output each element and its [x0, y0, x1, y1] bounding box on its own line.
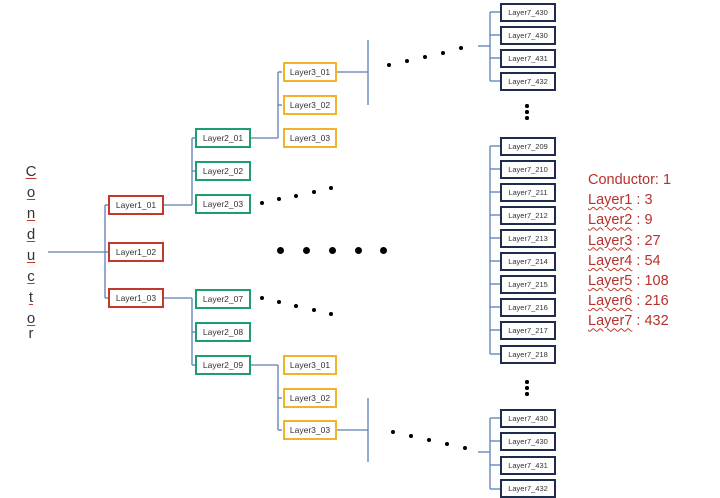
- layer7-node: Layer7_431: [500, 49, 556, 68]
- layer3-node: Layer3_02: [283, 388, 337, 408]
- layer7-node: Layer7_432: [500, 479, 556, 498]
- root-letter: u: [26, 247, 36, 264]
- layer3-node: Layer3_03: [283, 128, 337, 148]
- count-row: Layer4 : 54: [588, 252, 661, 269]
- layer7-node: Layer7_430: [500, 3, 556, 22]
- root-letter: C: [25, 163, 37, 180]
- layer7-node: Layer7_432: [500, 72, 556, 91]
- count-row: Layer3 : 27: [588, 232, 661, 249]
- layer2-node: Layer2_07: [195, 289, 251, 309]
- count-value: 9: [644, 212, 653, 229]
- layer7-node: Layer7_210: [500, 160, 556, 179]
- layer-count-summary: Conductor: 1 Layer1 : 3 Layer2 : 9 Layer…: [588, 170, 671, 332]
- count-label: Conductor: [588, 172, 655, 188]
- layer7-node: Layer7_218: [500, 345, 556, 364]
- layer2-node: Layer2_02: [195, 161, 251, 181]
- count-label: Layer3: [588, 232, 633, 249]
- layer3-node: Layer3_01: [283, 62, 337, 82]
- count-row: Layer5 : 108: [588, 273, 669, 290]
- count-value: 432: [644, 313, 669, 330]
- layer7-node: Layer7_430: [500, 432, 556, 451]
- count-value: 3: [644, 192, 653, 209]
- layer3-node: Layer3_03: [283, 420, 337, 440]
- count-label: Layer7: [588, 313, 633, 330]
- count-row: Layer2 : 9: [588, 212, 653, 229]
- count-label: Layer6: [588, 293, 633, 310]
- layer2-node: Layer2_09: [195, 355, 251, 375]
- count-value: 1: [662, 172, 672, 188]
- count-value: 108: [644, 273, 669, 290]
- layer7-node: Layer7_431: [500, 456, 556, 475]
- count-label: Layer5: [588, 273, 633, 290]
- layer2-node: Layer2_01: [195, 128, 251, 148]
- count-value: 216: [644, 293, 669, 310]
- root-letter: r: [28, 325, 34, 342]
- root-letter: d: [26, 226, 36, 243]
- count-row: Layer6 : 216: [588, 293, 669, 310]
- layer1-node: Layer1_01: [108, 195, 164, 215]
- count-value: 54: [644, 252, 661, 269]
- layer7-node: Layer7_209: [500, 137, 556, 156]
- root-letter: o: [26, 184, 36, 201]
- layer1-node: Layer1_03: [108, 288, 164, 308]
- layer2-node: Layer2_08: [195, 322, 251, 342]
- count-row: Layer7 : 432: [588, 313, 669, 330]
- layer7-node: Layer7_212: [500, 206, 556, 225]
- root-letter: o: [26, 310, 36, 327]
- layer7-node: Layer7_217: [500, 321, 556, 340]
- layer2-node: Layer2_03: [195, 194, 251, 214]
- layer7-node: Layer7_213: [500, 229, 556, 248]
- layer1-node: Layer1_02: [108, 242, 164, 262]
- layer7-node: Layer7_216: [500, 298, 556, 317]
- count-label: Layer2: [588, 212, 633, 229]
- layer7-node: Layer7_215: [500, 275, 556, 294]
- count-row: Conductor: 1: [588, 172, 672, 188]
- count-value: 27: [644, 232, 661, 249]
- layer3-node: Layer3_02: [283, 95, 337, 115]
- root-letter: t: [28, 289, 34, 306]
- layer7-node: Layer7_214: [500, 252, 556, 271]
- count-label: Layer4: [588, 252, 633, 269]
- layer7-node: Layer7_430: [500, 26, 556, 45]
- count-row: Layer1 : 3: [588, 192, 653, 209]
- count-label: Layer1: [588, 192, 633, 209]
- root-letter: n: [26, 205, 36, 222]
- root-letter: c: [27, 268, 35, 285]
- layer3-node: Layer3_01: [283, 355, 337, 375]
- layer7-node: Layer7_430: [500, 409, 556, 428]
- layer7-node: Layer7_211: [500, 183, 556, 202]
